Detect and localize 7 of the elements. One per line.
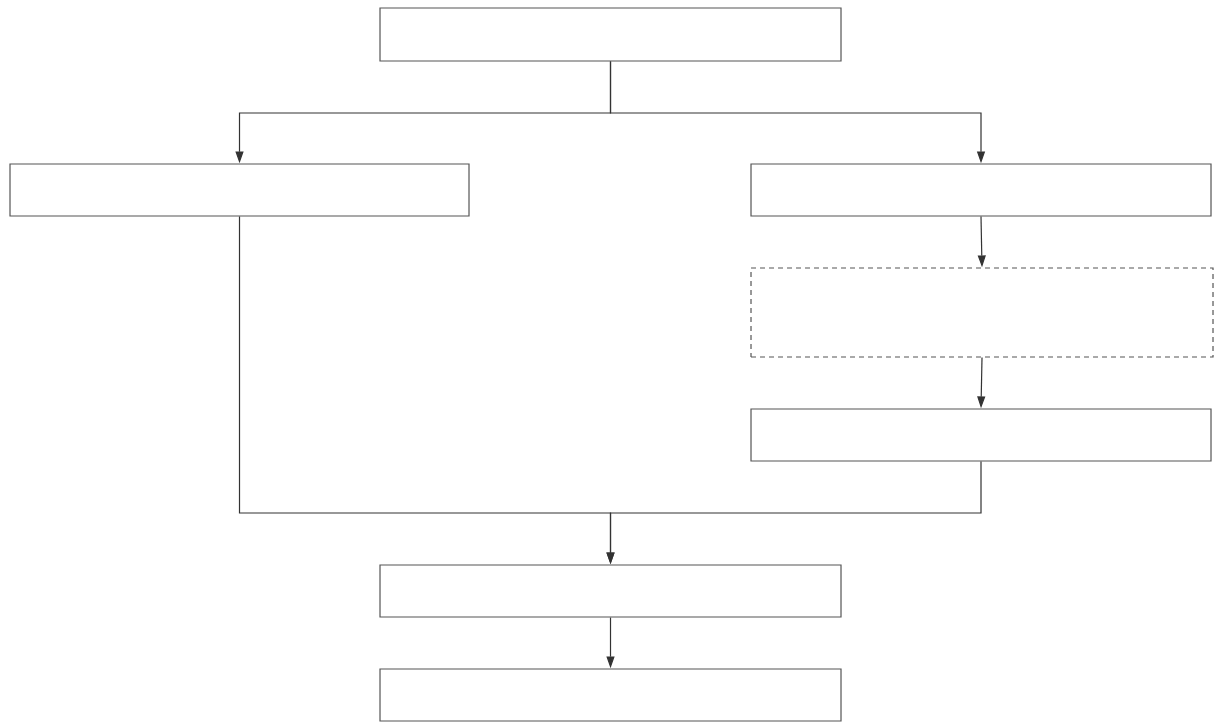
- process-box: [379, 564, 842, 618]
- process-box: [9, 163, 470, 217]
- dashed-box: [750, 267, 1214, 358]
- process-box: [379, 668, 842, 722]
- process-box: [379, 7, 842, 62]
- process-box: [750, 408, 1212, 462]
- process-box: [750, 163, 1212, 217]
